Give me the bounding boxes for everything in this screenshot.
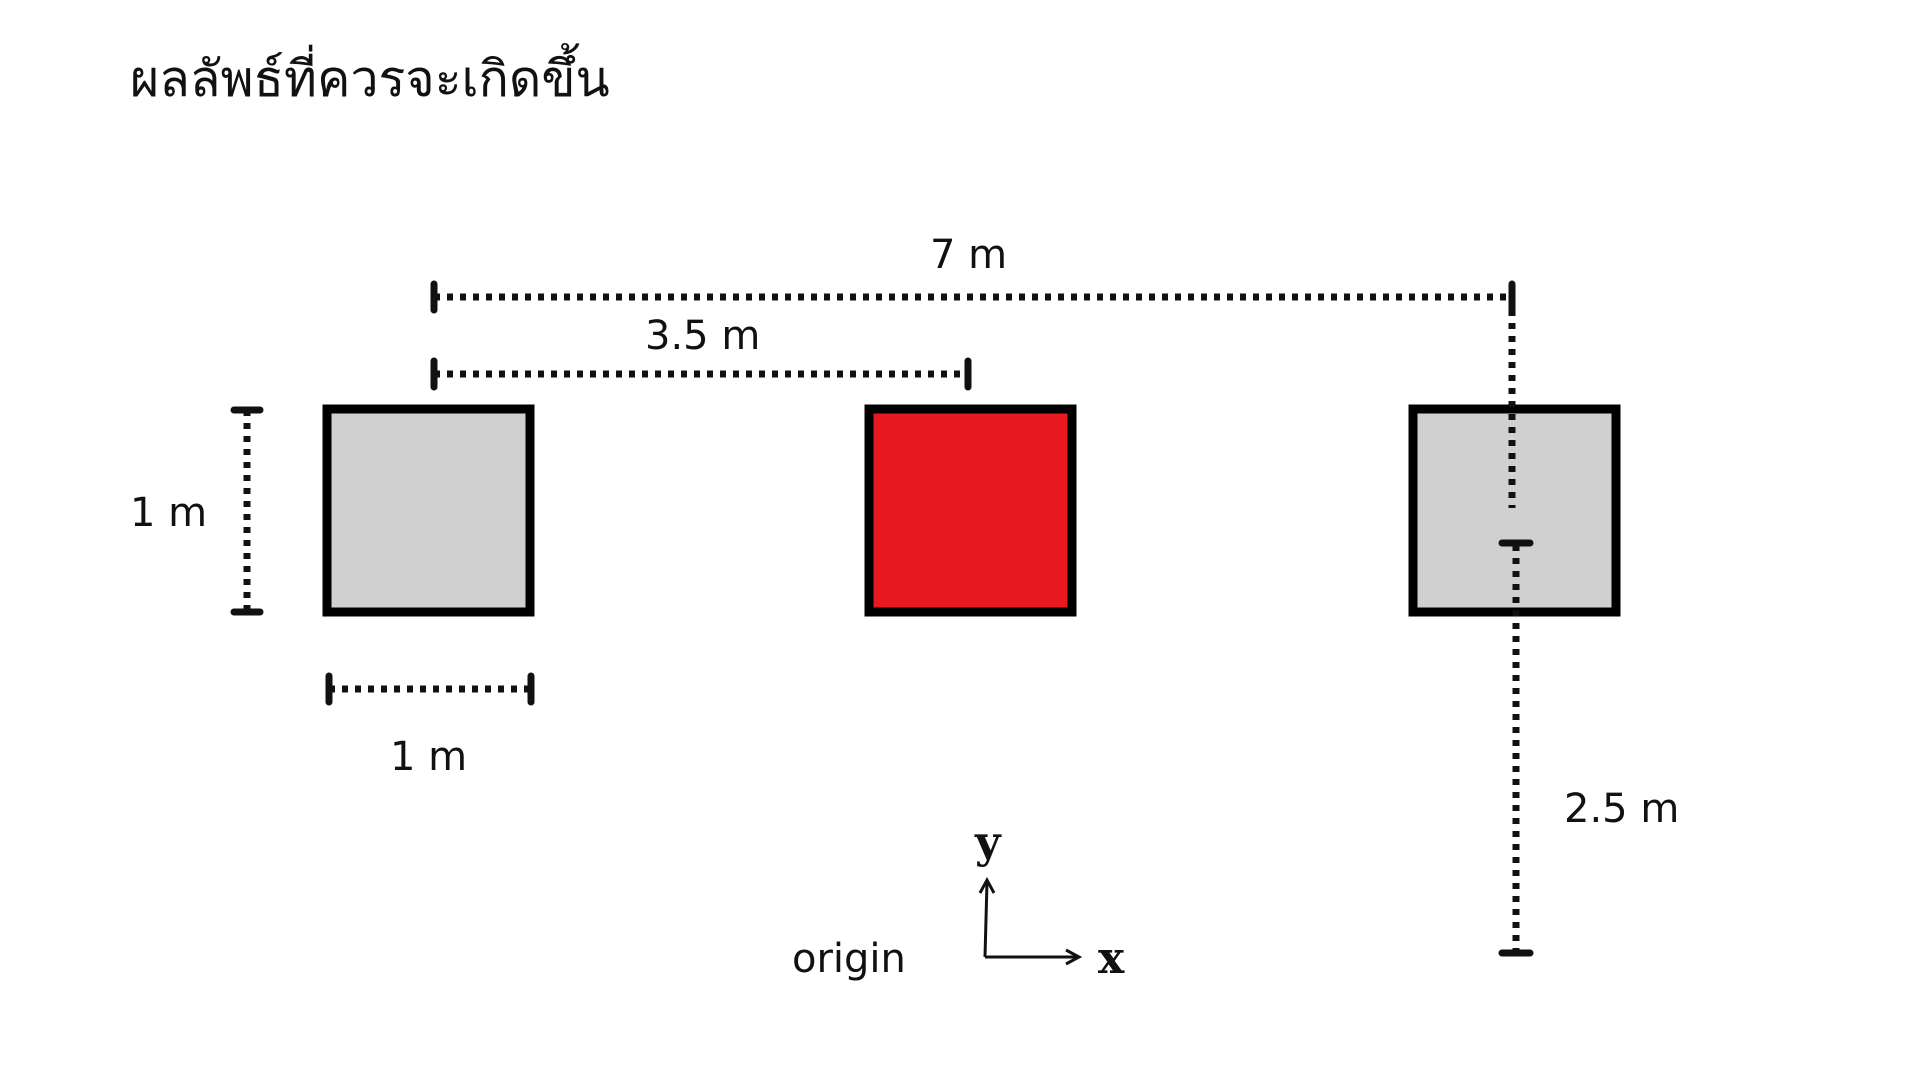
dimension-offset-y: 2.5 m [1498,539,1679,957]
x-axis-label: x [1098,933,1125,984]
y-axis-label: y [974,817,1002,868]
dimension-box-width-label: 1 m [390,734,467,780]
dimension-half-width: 3.5 m [430,313,972,391]
dimension-box-width: 1 m [325,672,535,780]
y-arrowhead-icon [978,876,996,894]
left-box [322,404,535,617]
center-box [864,404,1077,617]
origin-label: origin [792,936,906,982]
dimension-offset-y-label: 2.5 m [1564,786,1679,832]
dimension-total-width: 7 m [430,232,1516,508]
dimension-box-height: 1 m [130,406,264,616]
axes-indicator: origin y x [792,817,1125,984]
page-title: ผลลัพธ์ที่ควรจะเกิดขึ้น [130,50,610,108]
x-arrowhead-icon [1065,948,1083,966]
right-box [1408,404,1621,617]
dimension-box-height-label: 1 m [130,490,207,536]
dimension-half-width-label: 3.5 m [645,313,760,359]
dimension-total-width-label: 7 m [930,232,1007,278]
y-axis-arrow [983,881,989,958]
